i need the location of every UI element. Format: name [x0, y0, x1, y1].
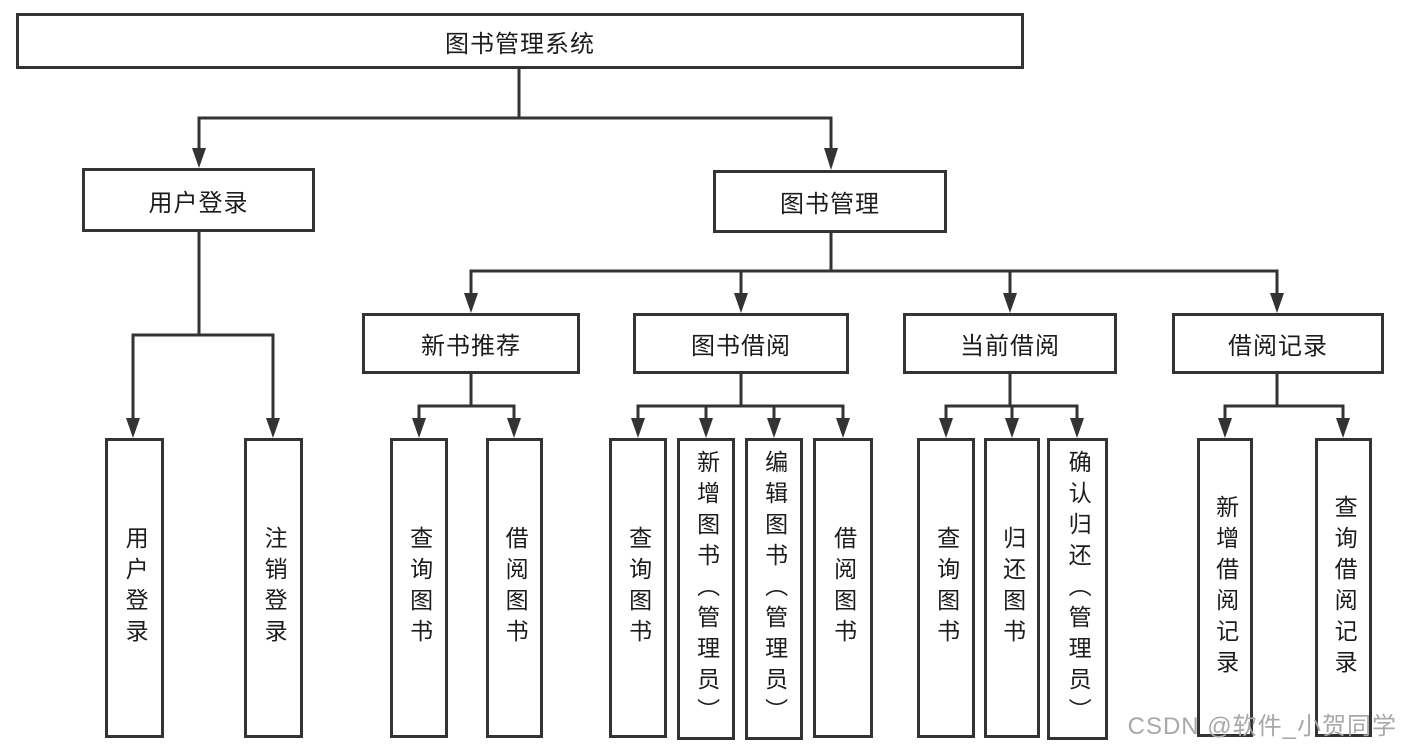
leaf-logout: 注销登录: [244, 438, 303, 738]
leaf-query-books-recommend: 查询图书: [390, 438, 448, 738]
leaf-label: 查询图书: [933, 526, 960, 650]
node-book-management: 图书管理: [713, 170, 947, 233]
node-current-borrow: 当前借阅: [903, 313, 1117, 374]
leaf-borrow-books-recommend: 借阅图书: [486, 438, 543, 738]
node-label: 新书推荐: [421, 333, 521, 360]
leaf-user-login: 用户登录: [105, 438, 164, 738]
leaf-return-book: 归还图书: [984, 438, 1040, 738]
leaf-edit-book-admin: 编辑图书（管理员）: [745, 438, 803, 740]
node-borrow-records: 借阅记录: [1172, 313, 1384, 374]
node-label: 当前借阅: [960, 333, 1060, 360]
leaf-label: 确认归还（管理员）: [1065, 449, 1092, 729]
node-label: 用户登录: [148, 189, 249, 217]
leaf-query-books-borrow: 查询图书: [609, 438, 667, 738]
node-label: 图书借阅: [691, 333, 791, 360]
leaf-label: 编辑图书（管理员）: [761, 449, 788, 729]
leaf-label: 注销登录: [261, 526, 288, 650]
leaf-label: 借阅图书: [502, 526, 529, 650]
node-label: 借阅记录: [1228, 333, 1328, 360]
node-user-login: 用户登录: [82, 168, 315, 232]
leaf-add-borrow-record: 新增借阅记录: [1197, 438, 1253, 737]
node-label: 图书管理系统: [445, 30, 595, 58]
node-book-borrow: 图书借阅: [633, 313, 849, 374]
leaf-add-book-admin: 新增图书（管理员）: [677, 438, 735, 740]
leaf-label: 查询图书: [406, 526, 433, 650]
leaf-label: 归还图书: [999, 526, 1026, 650]
leaf-label: 借阅图书: [830, 526, 857, 650]
node-library-management-system: 图书管理系统: [16, 13, 1024, 69]
leaf-label: 查询借阅记录: [1331, 494, 1358, 681]
node-new-book-recommend: 新书推荐: [362, 313, 580, 374]
leaf-label: 新增图书（管理员）: [693, 449, 720, 729]
leaf-confirm-return-admin: 确认归还（管理员）: [1047, 438, 1108, 740]
leaf-query-borrow-record: 查询借阅记录: [1315, 438, 1372, 737]
arrowheads: [126, 148, 1350, 438]
leaf-label: 新增借阅记录: [1212, 494, 1239, 681]
leaf-label: 查询图书: [625, 526, 652, 650]
node-label: 图书管理: [780, 191, 880, 218]
leaf-query-books-current: 查询图书: [917, 438, 975, 738]
leaf-label: 用户登录: [122, 526, 149, 650]
leaf-borrow-books: 借阅图书: [813, 438, 873, 738]
